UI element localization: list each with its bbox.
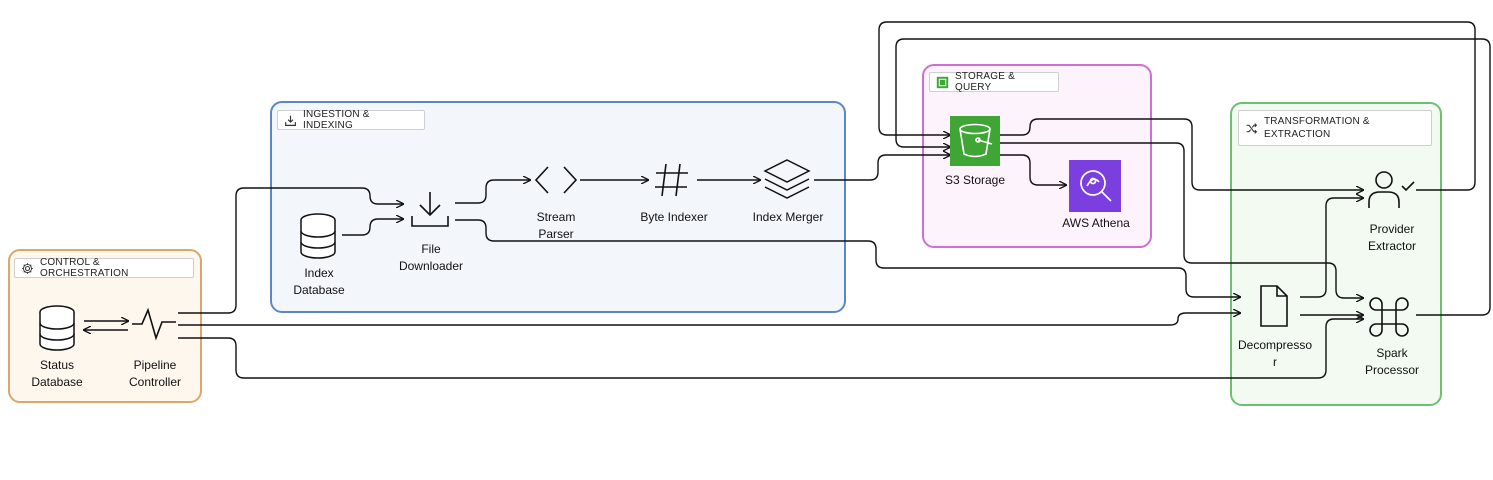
hash-icon	[655, 163, 688, 197]
index-merger-label: Index Merger	[752, 210, 824, 224]
edge-s3-to-provider	[1000, 118, 1363, 190]
index-database-label: Index Database	[293, 266, 345, 297]
shuffle-icon	[1246, 122, 1258, 134]
edge-provider-loop-to-s3	[878, 21, 1476, 191]
group-label-control: CONTROL & ORCHESTRATION	[14, 257, 194, 279]
user-check-icon	[1368, 171, 1415, 208]
edge-decompressor-to-provider	[1300, 198, 1363, 298]
edge-spark-loop-to-s3	[895, 38, 1491, 316]
status-database-label: Status Database	[31, 358, 83, 389]
index-database-icon	[300, 213, 336, 259]
edge-downloader-to-parser	[455, 180, 530, 204]
edge-s3-to-athena	[1000, 154, 1066, 185]
athena-icon	[1069, 160, 1121, 212]
decompressor-label: Decompresso r	[1237, 338, 1313, 369]
stream-parser-label: Stream Parser	[536, 210, 576, 241]
edge-downloader-to-decompressor	[455, 219, 1240, 297]
group-transformation-extraction	[1230, 102, 1442, 406]
edge-controller-to-decompressor	[178, 313, 1240, 326]
download-icon	[411, 192, 449, 227]
group-label-storage: STORAGE & QUERY	[929, 71, 1059, 93]
command-icon	[1369, 297, 1409, 337]
byte-indexer-label: Byte Indexer	[640, 210, 708, 224]
status-database-icon	[39, 305, 75, 351]
edge-merger-to-s3	[814, 155, 950, 181]
group-label-transformation: TRANSFORMATION &EXTRACTION	[1238, 110, 1432, 146]
pulse-icon	[132, 307, 176, 341]
code-brackets-icon	[534, 166, 578, 194]
pipeline-controller-label: Pipeline Controller	[128, 358, 182, 389]
group-label-ingestion: INGESTION & INDEXING	[277, 109, 425, 131]
group-ingestion-indexing	[270, 101, 846, 313]
file-icon	[1260, 285, 1288, 327]
layers-icon	[763, 159, 811, 199]
file-downloader-label: File Downloader	[398, 242, 464, 273]
provider-extractor-label: Provider Extractor	[1367, 222, 1416, 253]
storage-chip-icon	[936, 76, 949, 88]
s3-storage-label: S3 Storage	[944, 173, 1006, 187]
aws-athena-label: AWS Athena	[1062, 216, 1130, 230]
s3-bucket-icon	[950, 116, 1000, 166]
download-tray-icon	[285, 115, 296, 126]
edge-controller-to-spark	[178, 319, 1363, 379]
edge-s3-to-spark	[1000, 142, 1363, 298]
gear-icon	[22, 262, 33, 274]
edge-controller-to-downloader	[178, 187, 403, 314]
edge-indexdb-to-downloader	[342, 219, 403, 236]
spark-processor-label: Spark Processor	[1364, 346, 1420, 377]
